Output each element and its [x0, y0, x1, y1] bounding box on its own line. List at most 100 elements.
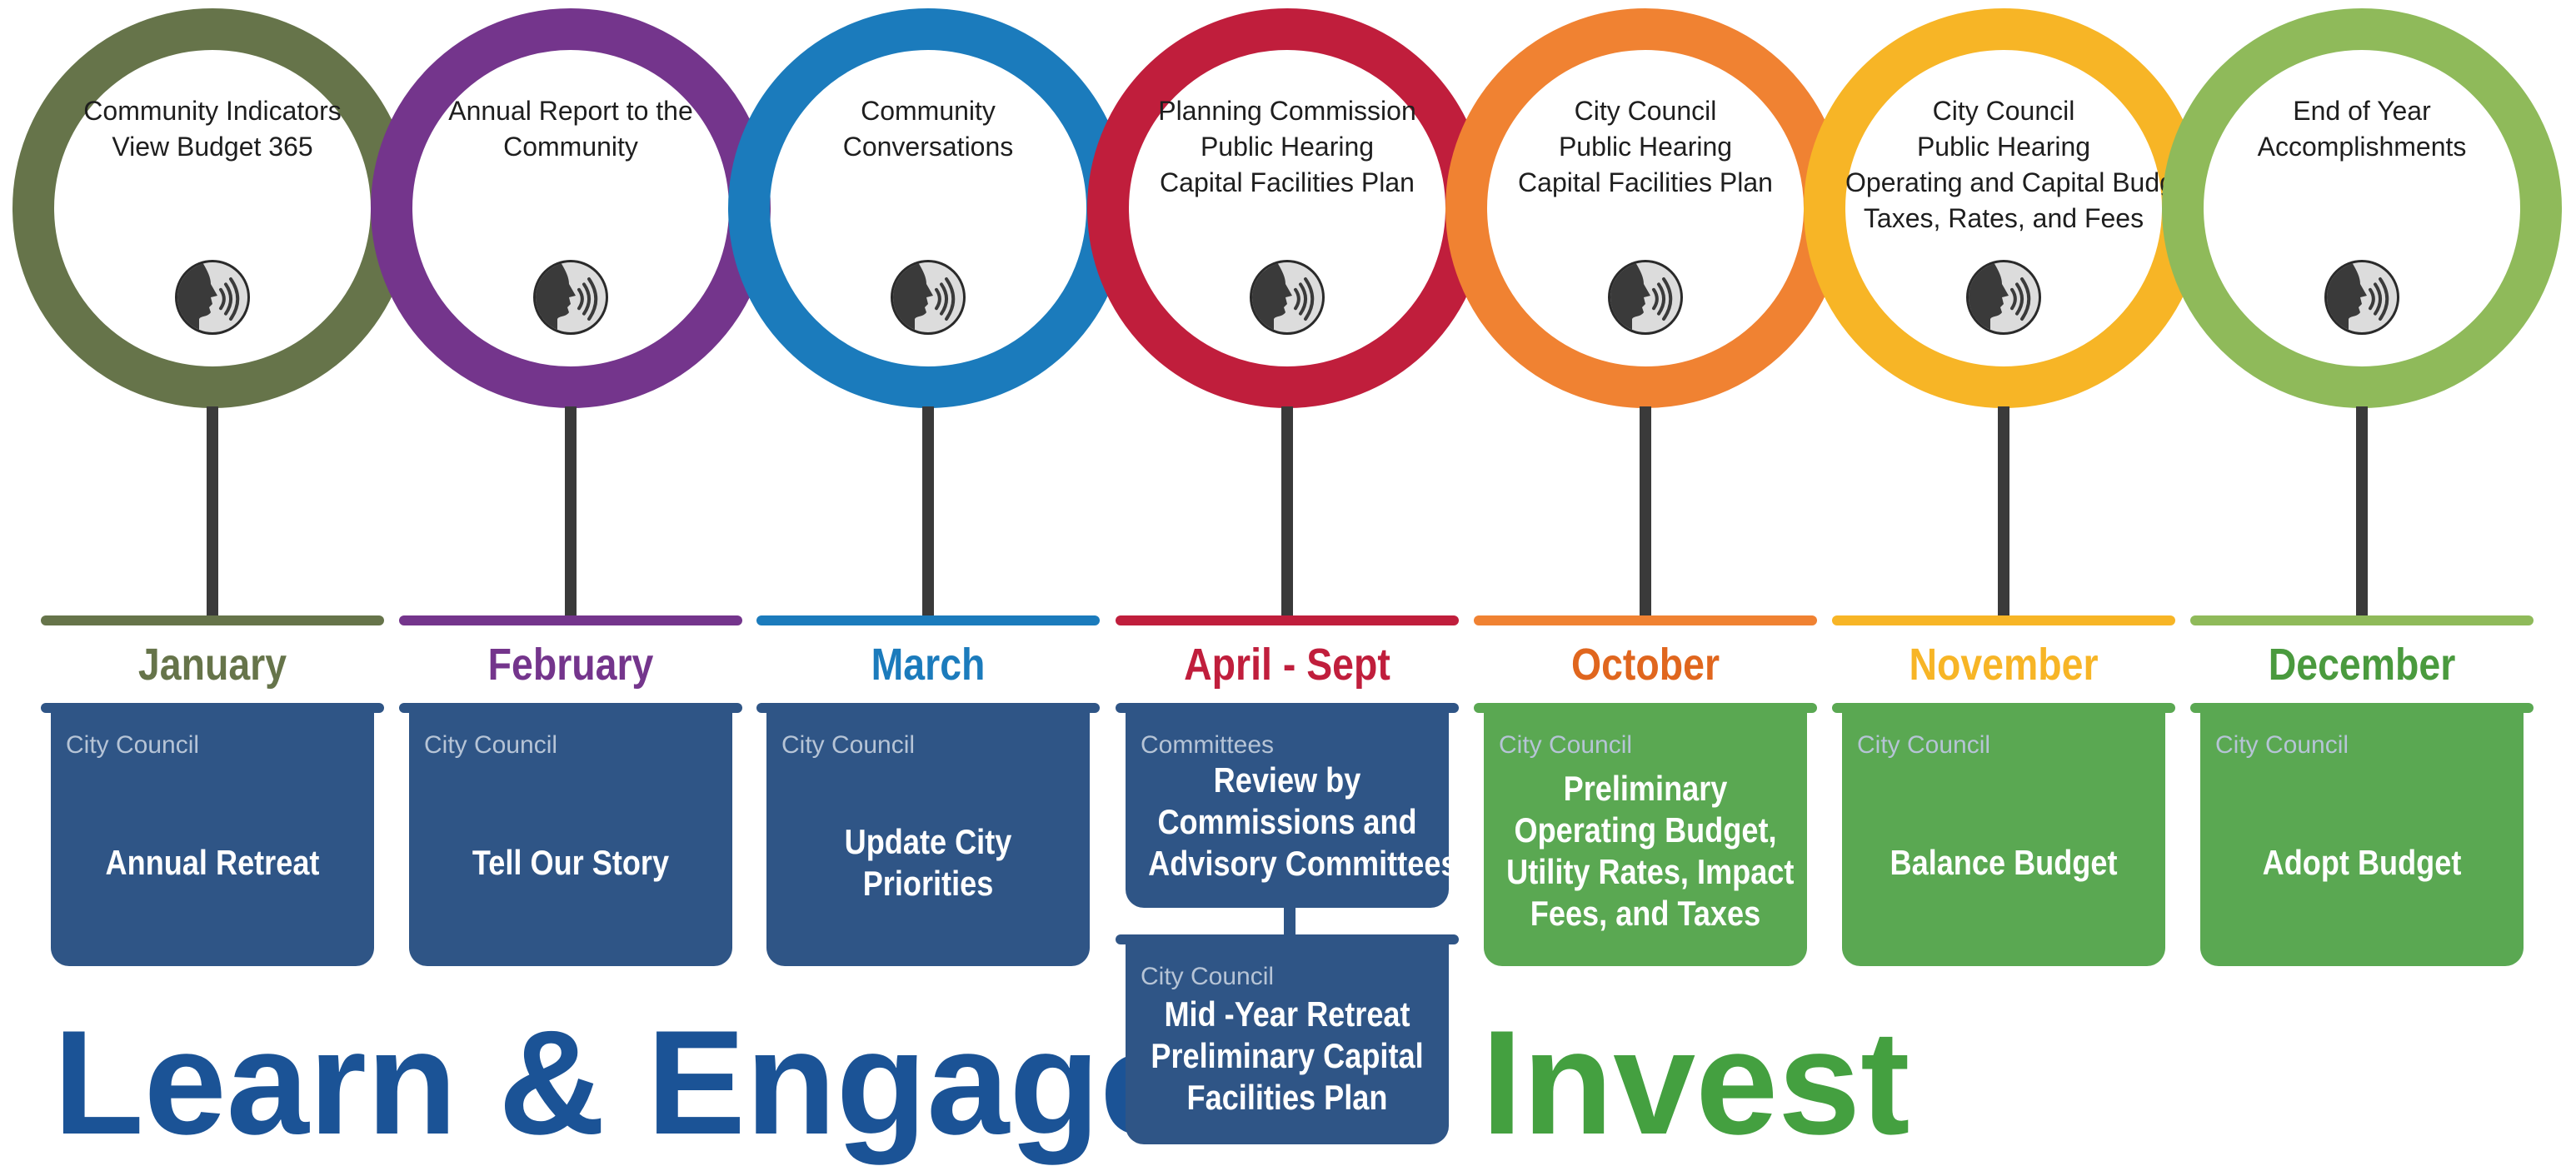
ring-march	[728, 8, 1128, 408]
box-bar-april-sept	[1116, 703, 1459, 713]
ring-october	[1445, 8, 1845, 408]
ring-text-line: Public Hearing	[1916, 132, 2091, 162]
speaking-head-icon	[1608, 260, 1683, 335]
stem-october	[1640, 406, 1651, 616]
speaking-head-icon	[891, 260, 966, 335]
ring-december	[2162, 8, 2562, 408]
ring-text-line: City Council	[1932, 96, 2075, 126]
box-april-sept-2-line: Preliminary Capital	[1151, 1036, 1424, 1075]
box-february-line: Tell Our Story	[472, 843, 670, 882]
ring-april-sept	[1087, 8, 1487, 408]
ring-january	[12, 8, 412, 408]
box-december-line: Adopt Budget	[2262, 843, 2462, 882]
box-april-sept-line: Review by	[1213, 760, 1361, 800]
box-bar-december	[2190, 703, 2534, 713]
speaking-head-icon	[2324, 260, 2399, 335]
month-march: March	[871, 640, 986, 690]
box-october-line: Fees, and Taxes	[1530, 894, 1761, 933]
box-april-sept-2-line: Facilities Plan	[1186, 1078, 1388, 1117]
box-march-line: Update City	[844, 822, 1012, 861]
stem-march	[922, 406, 934, 616]
speaking-head-icon	[533, 260, 608, 335]
top-bar-april-sept	[1116, 615, 1459, 625]
month-january: January	[137, 640, 287, 690]
box-december-group: City Council	[2215, 731, 2349, 759]
ring-text-line: Community	[861, 96, 996, 126]
ring-text-line: Public Hearing	[1200, 132, 1375, 162]
ring-text-line: Accomplishments	[2257, 132, 2467, 162]
box-bar-april-sept-2	[1116, 934, 1459, 944]
box-connector	[1284, 908, 1295, 943]
top-bar-october	[1474, 615, 1817, 625]
ring-text-line: City Council	[1574, 96, 1717, 126]
top-bar-december	[2190, 615, 2534, 625]
box-february-title: Tell Our Story	[432, 842, 710, 884]
box-january-group: City Council	[66, 731, 200, 759]
box-october-line: Utility Rates, Impact	[1506, 852, 1795, 891]
box-april-sept-group: Committees	[1141, 731, 1275, 759]
box-october-line: Operating Budget,	[1514, 810, 1777, 850]
box-january-line: Annual Retreat	[105, 843, 320, 882]
ring-text-line: View Budget 365	[112, 132, 313, 162]
speaking-head-icon	[1966, 260, 2041, 335]
box-bar-march	[756, 703, 1100, 713]
speaking-head-icon	[175, 260, 250, 335]
ring-text-line: Operating and Capital Budget,	[1845, 167, 2204, 197]
learn-engage-label: Learn & Engage	[53, 999, 1183, 1165]
top-bar-february	[399, 615, 742, 625]
ring-text-line: Community	[503, 132, 638, 162]
box-october-group: City Council	[1499, 731, 1633, 759]
speaking-head-icon	[1250, 260, 1325, 335]
box-bar-january	[41, 703, 384, 713]
box-october-line: Preliminary	[1563, 769, 1728, 808]
ring-text-line: Public Hearing	[1558, 132, 1733, 162]
stem-april-sept	[1281, 406, 1293, 616]
box-april-sept-2-group: City Council	[1141, 963, 1275, 990]
ring-text-line: Annual Report to the	[448, 96, 693, 126]
month-april-sept: April - Sept	[1184, 640, 1390, 690]
box-november-group: City Council	[1857, 731, 1991, 759]
box-november-line: Balance Budget	[1890, 843, 2118, 882]
ring-text-line: Capital Facilities Plan	[1518, 167, 1773, 197]
box-december-title: Adopt Budget	[2223, 842, 2501, 884]
box-april-sept-2-line: Mid -Year Retreat	[1164, 994, 1410, 1034]
ring-text-line: Capital Facilities Plan	[1160, 167, 1415, 197]
ring-text-line: End of Year	[2293, 96, 2431, 126]
month-december: December	[2268, 640, 2456, 690]
ring-text-line: Community Indicators	[83, 96, 342, 126]
box-november-title: Balance Budget	[1865, 842, 2143, 884]
box-april-sept-line: Commissions and	[1157, 802, 1417, 841]
top-bar-january	[41, 615, 384, 625]
box-march-line: Priorities	[862, 864, 994, 903]
stem-january	[207, 406, 218, 616]
stem-february	[565, 406, 577, 616]
month-october: October	[1570, 640, 1720, 690]
box-april-sept-line: Advisory Committees	[1148, 844, 1458, 883]
ring-text-line: Taxes, Rates, and Fees	[1863, 203, 2144, 233]
ring-february	[371, 8, 771, 408]
stem-december	[2356, 406, 2368, 616]
box-bar-october	[1474, 703, 1817, 713]
top-bar-march	[756, 615, 1100, 625]
ring-text-line: Conversations	[842, 132, 1014, 162]
month-november: November	[1909, 640, 2099, 690]
